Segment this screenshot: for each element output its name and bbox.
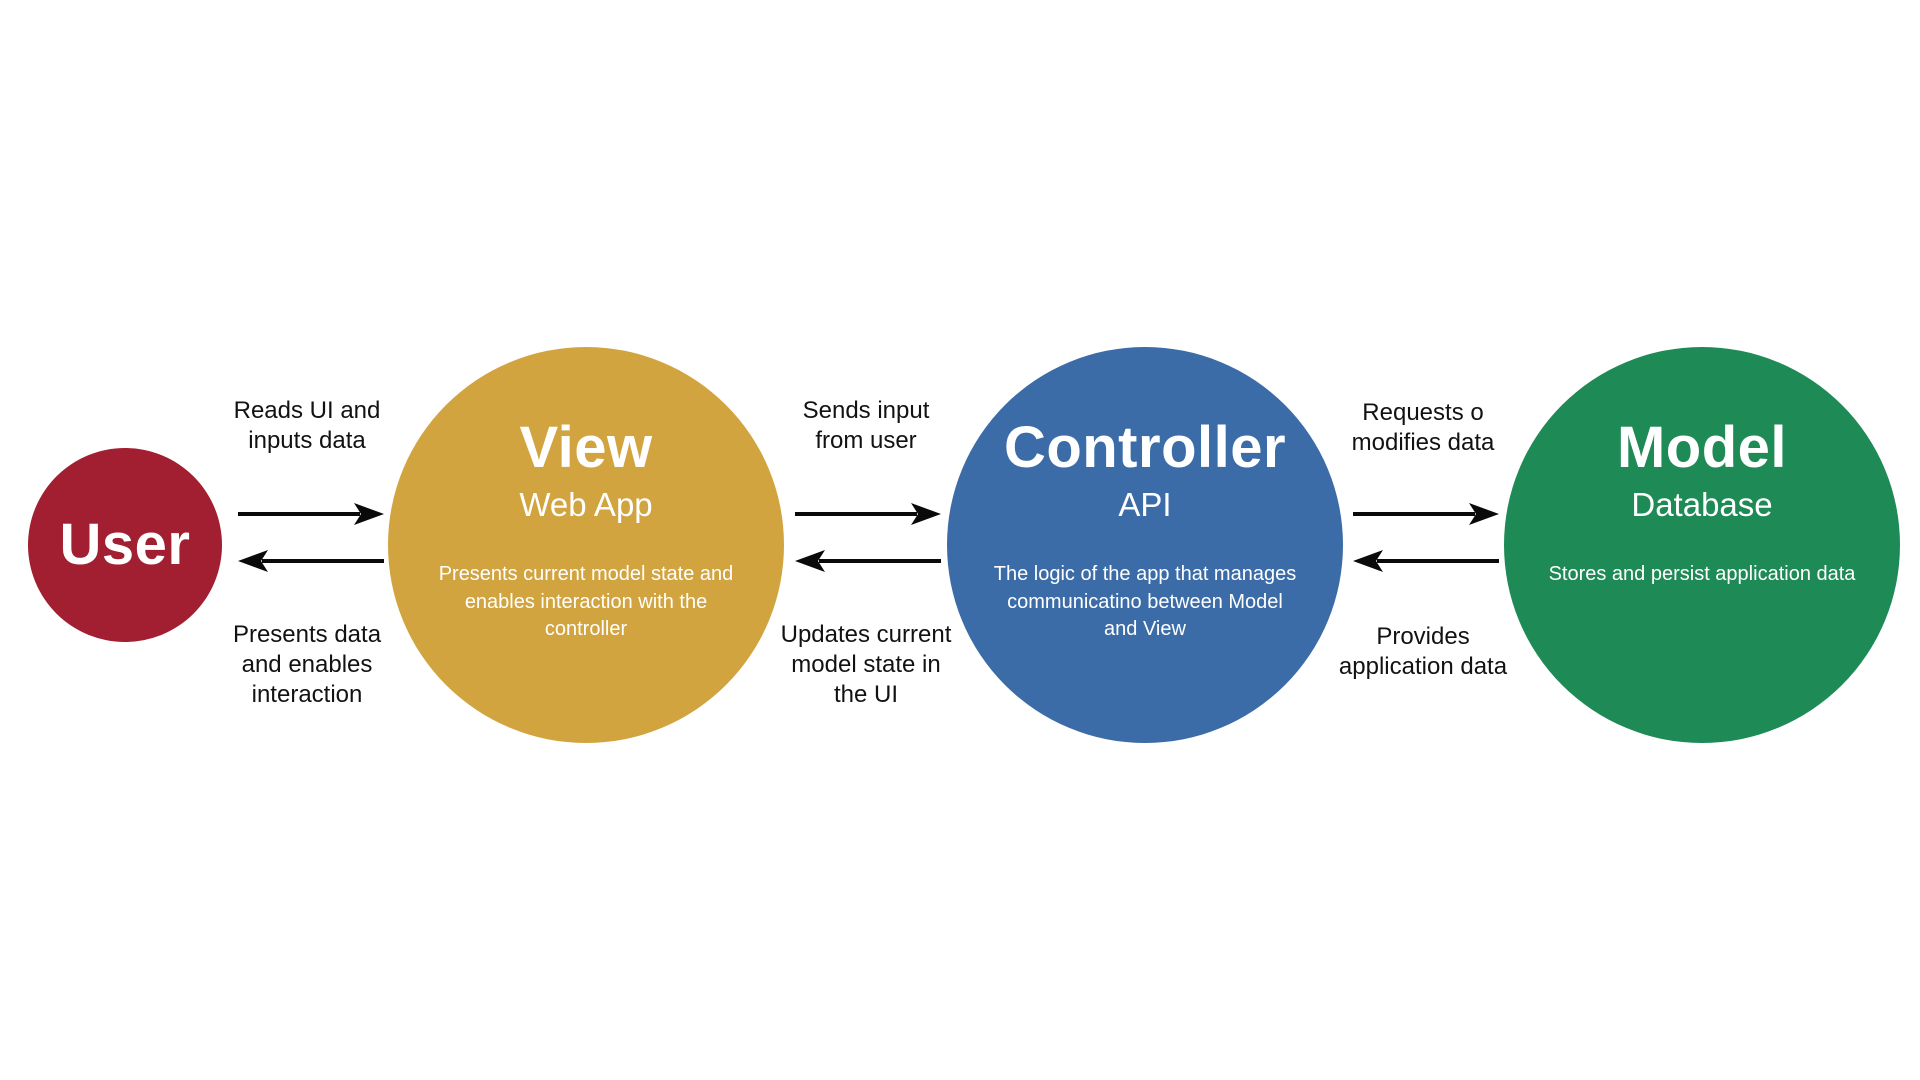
node-view: View Web App Presents current model stat… — [388, 347, 784, 743]
node-view-subtitle: Web App — [519, 485, 653, 523]
node-model-title: Model — [1616, 415, 1788, 480]
node-user-title: User — [59, 511, 191, 577]
node-view-description: Presents current model state and enables… — [438, 562, 734, 641]
edge-label-controller-model-top: Requests o modifies data — [1351, 399, 1495, 456]
arrow-model-to-controller — [1353, 550, 1499, 572]
node-model-description: Stores and persist application data — [1548, 562, 1856, 585]
edge-label-user-view-bottom: Presents data and enables interaction — [232, 621, 382, 708]
node-controller: Controller API The logic of the app that… — [947, 347, 1343, 743]
node-model-subtitle: Database — [1631, 485, 1773, 523]
edge-label-controller-model-bottom: Provides application data — [1338, 623, 1508, 680]
node-view-title: View — [519, 415, 653, 480]
node-controller-title: Controller — [1003, 415, 1287, 480]
node-controller-subtitle: API — [1118, 485, 1172, 523]
arrow-controller-to-view — [795, 550, 941, 572]
arrow-view-to-user — [238, 550, 384, 572]
node-user: User — [28, 448, 222, 642]
edge-label-view-controller-top: Sends input from user — [802, 397, 930, 454]
node-controller-description: The logic of the app that manages commun… — [993, 562, 1297, 641]
edge-label-view-controller-bottom: Updates current model state in the UI — [780, 621, 952, 708]
node-model: Model Database Stores and persist applic… — [1504, 347, 1900, 743]
arrow-view-to-controller — [795, 503, 941, 525]
edge-label-user-view-top: Reads UI and inputs data — [233, 397, 381, 454]
arrow-user-to-view — [238, 503, 384, 525]
arrow-controller-to-model — [1353, 503, 1499, 525]
